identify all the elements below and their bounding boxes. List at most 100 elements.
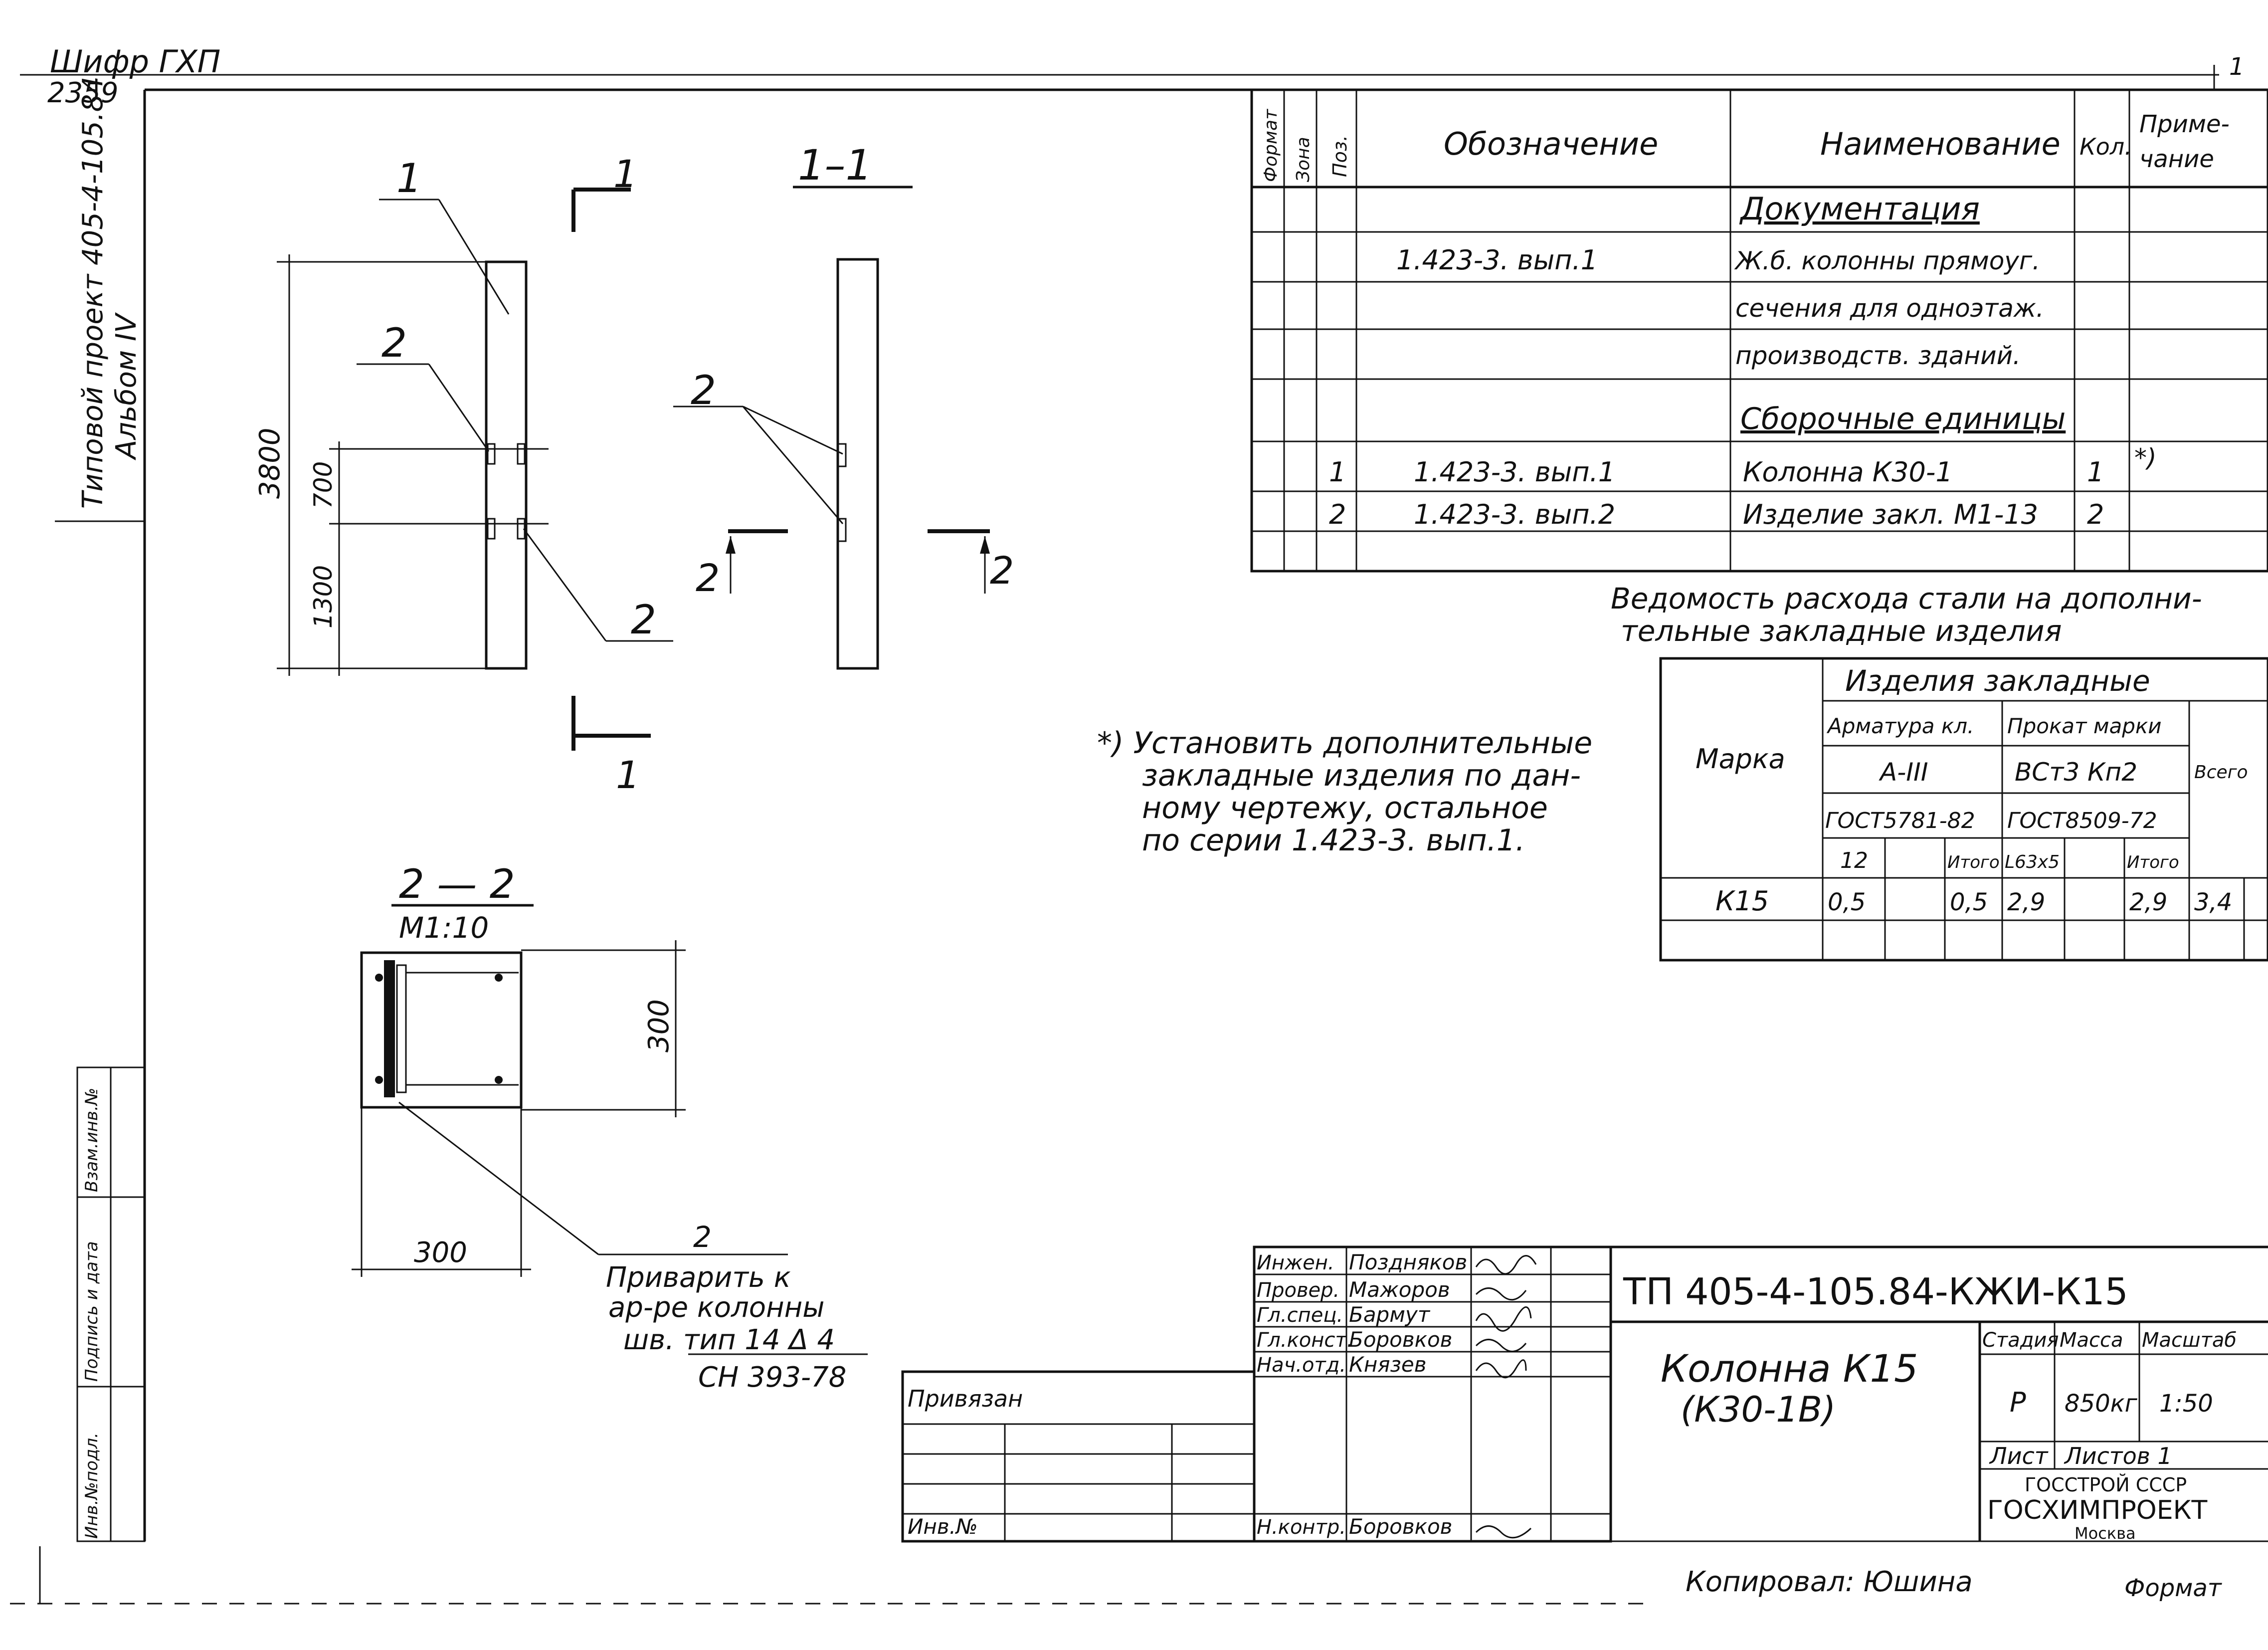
org-1: ГОССТРОЙ СССР — [2025, 1474, 2187, 1496]
list-label: Лист — [1989, 1443, 2049, 1469]
project-line-2: Альбом IV — [110, 312, 143, 460]
inv-label: Инв.№ — [908, 1514, 978, 1539]
general-note: *) Установить дополнительные закладные и… — [1097, 726, 1592, 858]
unit-pos-1: 1 — [1329, 456, 1346, 488]
scale-header: Масштаб — [2142, 1329, 2237, 1352]
org-2: ГОСХИМПРОЕКТ — [1987, 1495, 2208, 1525]
steel-title-2: тельные закладные изделия — [1621, 614, 2062, 648]
steel-title-1: Ведомость расхода стали на дополни- — [1611, 582, 2202, 616]
steel-sub-itogo-2: Итого — [2127, 852, 2179, 872]
section-2-2-scale: М1:10 — [399, 911, 489, 945]
dim-300-vertical: 300 — [643, 999, 675, 1052]
note-line-2: закладные изделия по дан- — [1142, 758, 1581, 793]
section-2-2: 2 — 2 М1:10 300 300 2 Приварить к ар-ре … — [352, 861, 868, 1394]
weld-note-3: шв. тип 14 Δ 4 — [623, 1324, 835, 1356]
note-line-4: по серии 1.423-3. вып.1. — [1142, 823, 1525, 858]
nkontr-name: Боровков — [1349, 1514, 1452, 1539]
hdr-note-1: Приме- — [2139, 110, 2230, 138]
steel-row-mark: К15 — [1715, 885, 1769, 917]
section-units: Сборочные единицы — [1740, 402, 2066, 436]
project-line-1: Типовой проект 405-4-105.84 — [77, 76, 109, 509]
doc-des-1: 1.423-3. вып.1 — [1396, 244, 1598, 276]
section-2-2-title: 2 — 2 — [399, 861, 515, 907]
cut-mark-bottom: 1 — [616, 753, 640, 797]
strip-sign: Подпись и дата — [82, 1241, 102, 1382]
role-4: Гл.конст. — [1257, 1329, 1353, 1352]
unit-pos-2: 2 — [1329, 499, 1346, 530]
steel-sub-itogo-1: Итого — [1947, 852, 2000, 872]
hdr-pos: Поз. — [1329, 135, 1351, 177]
unit-name-2: Изделие закл. М1-13 — [1743, 499, 2038, 530]
unit-qty-2: 2 — [2087, 499, 2104, 530]
unit-des-1: 1.423-3. вып.1 — [1414, 456, 1615, 488]
weld-note-2: ар-ре колонны — [608, 1291, 824, 1324]
weld-note-1: Приварить к — [606, 1261, 791, 1294]
drawing-title-2: (К30-1В) — [1681, 1389, 1836, 1430]
unit-des-2: 1.423-3. вып.2 — [1414, 499, 1615, 530]
left-margin: Шифр ГХП 2359 Типовой проект 405-4-105.8… — [47, 43, 2245, 1542]
hdr-name: Наименование — [1820, 126, 2061, 162]
role-2: Провер. — [1257, 1279, 1339, 1302]
column-elevation: 1 2 2 3800 700 1300 1 1 — [254, 152, 673, 797]
note-line-3: ному чертежу, остальное — [1142, 791, 1548, 825]
hdr-designation: Обозначение — [1444, 126, 1658, 162]
steel-sub-l63: L63x5 — [2005, 852, 2060, 872]
name-5: Князев — [1349, 1352, 1426, 1377]
steel-arm-class: А-III — [1879, 758, 1928, 787]
steel-sub-12: 12 — [1840, 848, 1868, 873]
steel-group: Изделия закладные — [1845, 664, 2150, 698]
weld-pos-2: 2 — [693, 1220, 712, 1254]
doc-name-2: сечения для одноэтаж. — [1735, 294, 2044, 323]
drawing-title-1: Колонна К15 — [1661, 1346, 1918, 1391]
weld-std: СН 393-78 — [698, 1361, 846, 1394]
nkontr-role: Н.контр. — [1257, 1516, 1346, 1539]
footer: Копировал: Юшина Формат — [1686, 1566, 2223, 1602]
steel-prokat-grade: ВСт3 Кп2 — [2015, 758, 2137, 787]
format-label: Формат — [2124, 1574, 2223, 1602]
note-line-1: *) Установить дополнительные — [1097, 726, 1592, 761]
hdr-format: Формат — [1261, 109, 1281, 182]
hdr-note-2: чание — [2139, 145, 2214, 173]
role-5: Нач.отд. — [1257, 1354, 1346, 1377]
mass-value: 850кг — [2065, 1390, 2138, 1418]
steel-arm-gost: ГОСТ5781-82 — [1825, 808, 1975, 833]
pos-2-label-top: 2 — [381, 320, 407, 366]
dim-total: 3800 — [254, 427, 286, 499]
spec-table: Формат Зона Поз. Обозначение Наименовани… — [1250, 88, 2268, 573]
title-block: Инжен. Провер. Гл.спец. Гл.конст. Нач.от… — [901, 1245, 2268, 1543]
steel-col-mark: Марка — [1696, 743, 1785, 775]
steel-row-itogo-1: 0,5 — [1950, 888, 1988, 916]
section-1-1: 1–1 2 2 2 — [673, 141, 1014, 670]
section-1-1-title: 1–1 — [798, 141, 872, 190]
doc-name-3: производств. зданий. — [1735, 341, 2021, 370]
section-documentation: Документация — [1739, 191, 1980, 227]
listov-label: Листов 1 — [2064, 1443, 2172, 1469]
privyazan: Привязан — [908, 1385, 1023, 1412]
strip-inv: Инв.№подл. — [82, 1433, 102, 1539]
cipher-number: 2359 — [47, 77, 119, 109]
name-3: Бармут — [1349, 1302, 1431, 1327]
mass-header: Масса — [2060, 1329, 2123, 1352]
drawing-code: ТП 405-4-105.84-КЖИ-К15 — [1623, 1270, 2128, 1313]
copied-by: Копировал: Юшина — [1686, 1566, 1973, 1598]
hdr-zone: Зона — [1293, 137, 1314, 182]
steel-row-l63: 2,9 — [2007, 888, 2045, 916]
pos-1-label: 1 — [396, 155, 422, 202]
pos-2-label-bot: 2 — [631, 597, 656, 643]
hdr-qty: Кол. — [2079, 133, 2132, 160]
scale-value: 1:50 — [2159, 1390, 2213, 1418]
cut-2-left: 2 — [696, 556, 720, 600]
steel-prokat-gost: ГОСТ8509-72 — [2007, 808, 2157, 833]
steel-total-hdr: Всего — [2194, 762, 2248, 783]
steel-prokat: Прокат марки — [2007, 714, 2162, 738]
cut-mark-top: 1 — [613, 152, 637, 196]
unit-name-1: Колонна К30-1 — [1743, 456, 1953, 488]
steel-statement: Ведомость расхода стали на дополни- тель… — [1611, 582, 2268, 962]
role-3: Гл.спец. — [1257, 1304, 1343, 1327]
stage-value: Р — [2010, 1387, 2026, 1418]
cipher-label: Шифр ГХП — [50, 43, 220, 80]
unit-qty-1: 1 — [2087, 456, 2104, 488]
steel-arm: Арматура кл. — [1826, 714, 1974, 738]
name-1: Поздняков — [1349, 1250, 1467, 1274]
